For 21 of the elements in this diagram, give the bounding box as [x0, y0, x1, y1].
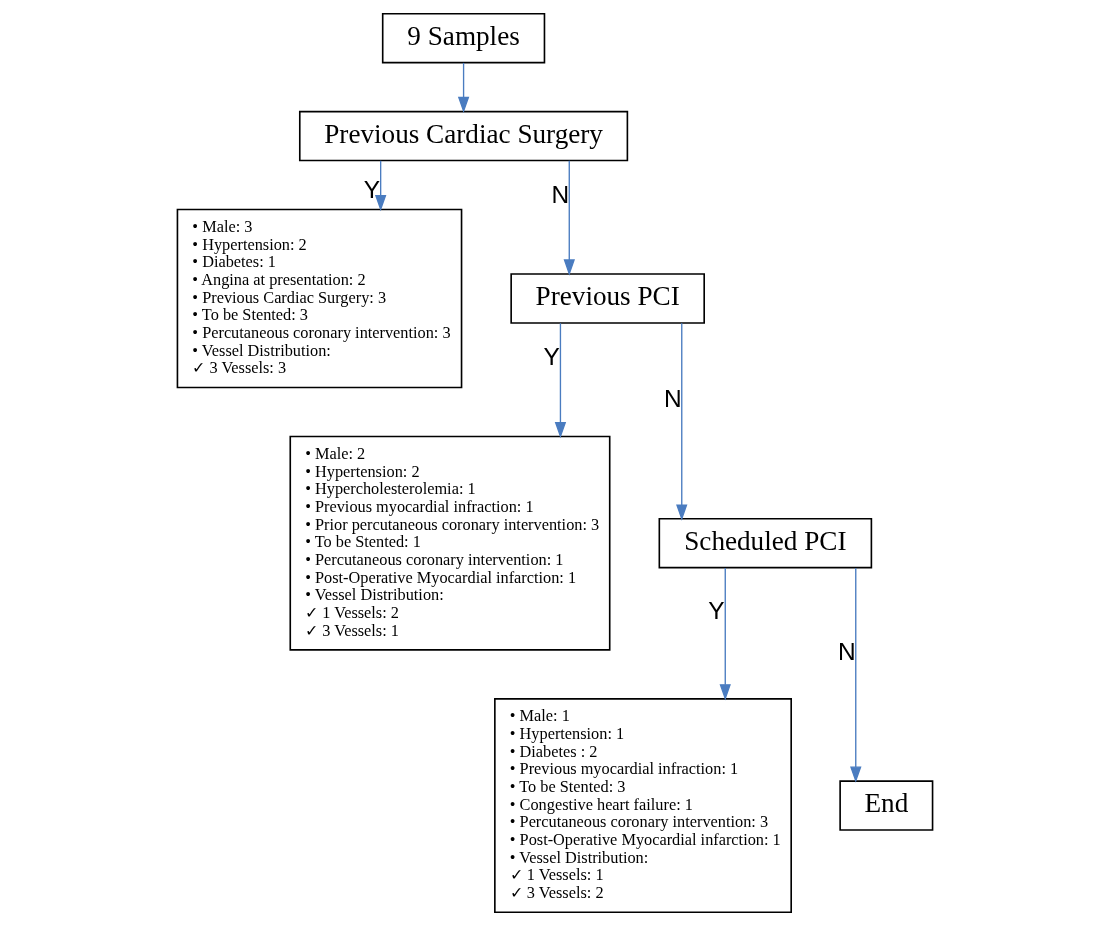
- edge-label: N: [838, 637, 856, 665]
- arrow: [554, 322, 567, 439]
- edge-label: Y: [708, 596, 725, 624]
- node-box: Scheduled PCI: [658, 517, 873, 569]
- node-box: End: [839, 780, 934, 831]
- arrow: [563, 160, 575, 276]
- arrow: [676, 322, 688, 521]
- arrow: [457, 62, 470, 114]
- edge-label: N: [551, 180, 570, 208]
- arrow: [850, 567, 862, 783]
- node-box: Previous PCI: [510, 273, 705, 324]
- edge-label: Y: [543, 343, 560, 371]
- node-box: 9 Samples: [381, 12, 546, 64]
- node-box: • Male: 3 • Hypertension: 2 • Diabetes: 1 • Angina at presentation: 2 • Previous Cardiac Surgery: 3 • To be Stented: 3 • Percutaneous coronary intervention: 3 • Vessel Distribution: ✓ 3 Vessels: 3: [176, 208, 463, 389]
- node-box: • Male: 2 • Hypertension: 2 • Hypercholesterolemia: 1 • Previous myocardial infraction: 1 • Prior percutaneous coronary intervention: 3 • To be Stented: 1 • Percutaneous coronary intervention: 1 • Post-Operative Myocardial infarction: 1 • Vessel Distribution: ✓ 1 Vessels: 2 ✓ 3 Vessels: 1: [289, 435, 611, 651]
- edge-label: Y: [363, 175, 380, 203]
- node-box: Previous Cardiac Surgery: [298, 110, 629, 162]
- node-box: • Male: 1 • Hypertension: 1 • Diabetes : 2 • Previous myocardial infraction: 1 • To be Stented: 3 • Congestive heart failure: 1 • Percutaneous coronary intervention: 3 • Post-Operative Myocardial infarction: 1 • Vessel Distribution: ✓ 1 Vessels: 1 ✓ 3 Vessels: 2: [494, 698, 792, 914]
- edge-label: N: [664, 384, 682, 412]
- arrow: [719, 567, 731, 701]
- arrow: [374, 160, 387, 212]
